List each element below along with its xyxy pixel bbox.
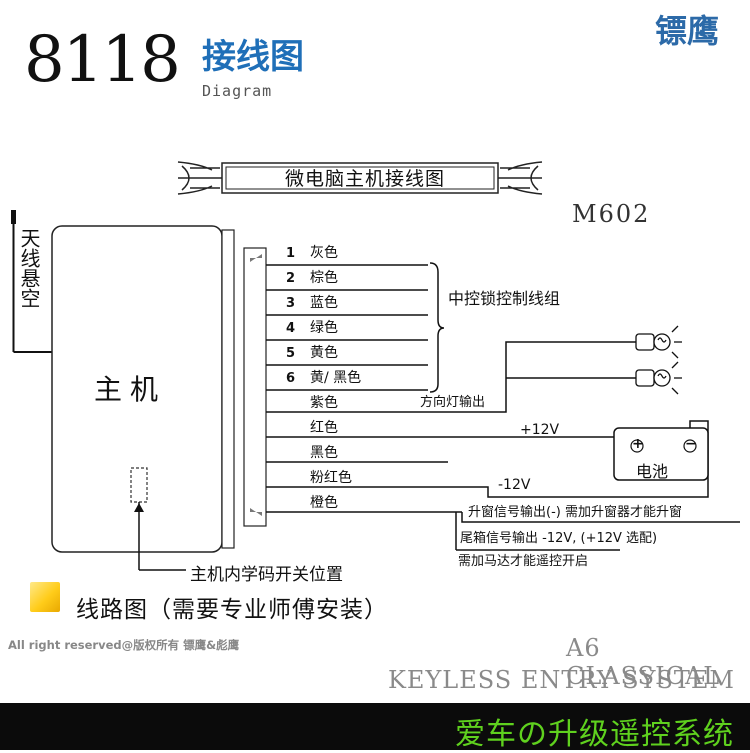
wire-label: 橙色 bbox=[310, 495, 338, 511]
wire-number: 6 bbox=[286, 371, 296, 386]
model-code: M602 bbox=[572, 200, 651, 228]
turn-signal-output-label: 方向灯输出 bbox=[420, 395, 486, 410]
brand-logo: 镖鹰 bbox=[654, 12, 719, 50]
wire-label: 灰色 bbox=[310, 245, 338, 261]
banner bbox=[177, 161, 543, 195]
wire-label: 黑色 bbox=[310, 445, 338, 461]
copyright: All right reserved@版权所有 镖鹰&彪鹰 bbox=[8, 638, 240, 652]
wire-label: 绿色 bbox=[310, 320, 338, 336]
battery-minus-label: − bbox=[685, 436, 697, 452]
wire-label: 蓝色 bbox=[310, 295, 338, 311]
antenna bbox=[11, 210, 52, 353]
main-unit-label: 主机 bbox=[94, 373, 167, 406]
central-lock-group-label: 中控锁控制线组 bbox=[448, 289, 561, 308]
wire-lines bbox=[266, 262, 740, 551]
wire-label: 紫色 bbox=[310, 395, 338, 411]
legend-text: 线路图（需要专业师傅安装） bbox=[76, 597, 388, 623]
model-number: 8118 bbox=[24, 23, 181, 97]
wire-number: 2 bbox=[286, 271, 296, 286]
battery bbox=[613, 427, 709, 481]
wire-number: 4 bbox=[286, 321, 296, 336]
banner-title: 微电脑主机接线图 bbox=[284, 168, 445, 190]
diagram-subtitle: Diagram bbox=[202, 82, 273, 100]
trunk-output-note: 尾箱信号输出 -12V, (+12V 选配) bbox=[460, 531, 658, 546]
plus12v-label: +12V bbox=[520, 422, 560, 438]
wire-number: 1 bbox=[286, 246, 296, 261]
main-unit bbox=[51, 225, 267, 571]
tagline-keyless: KEYLESS ENTRY SYSTEM bbox=[388, 666, 735, 694]
window-output-note: 升窗信号输出(-) 需加升窗器才能升窗 bbox=[468, 505, 682, 520]
footer-bar: 爱车の升级遥控系统 bbox=[0, 703, 750, 752]
antenna-label: 天线悬空 bbox=[17, 228, 41, 308]
legend-swatch bbox=[30, 582, 60, 612]
trunk-motor-note: 需加马达才能遥控开启 bbox=[458, 554, 589, 569]
battery-plus-label: + bbox=[632, 436, 644, 452]
wire-label: 红色 bbox=[310, 420, 338, 436]
turn-signal-lamps bbox=[635, 325, 682, 395]
learn-switch-label: 主机内学码开关位置 bbox=[190, 565, 343, 585]
wire-label: 棕色 bbox=[310, 270, 338, 286]
wire-label: 黄/ 黑色 bbox=[310, 370, 362, 386]
minus12v-label: -12V bbox=[498, 477, 531, 493]
wire-label: 粉红色 bbox=[310, 470, 352, 486]
wire-number: 3 bbox=[286, 296, 296, 311]
footer-slogan: 爱车の升级遥控系统 bbox=[455, 717, 734, 752]
wire-label: 黄色 bbox=[310, 345, 338, 361]
wire-number: 5 bbox=[286, 346, 296, 361]
diagram-title: 接线图 bbox=[202, 37, 304, 77]
tagline-classical: A6 CLASSICAL bbox=[566, 634, 721, 690]
battery-label: 电池 bbox=[636, 462, 669, 481]
